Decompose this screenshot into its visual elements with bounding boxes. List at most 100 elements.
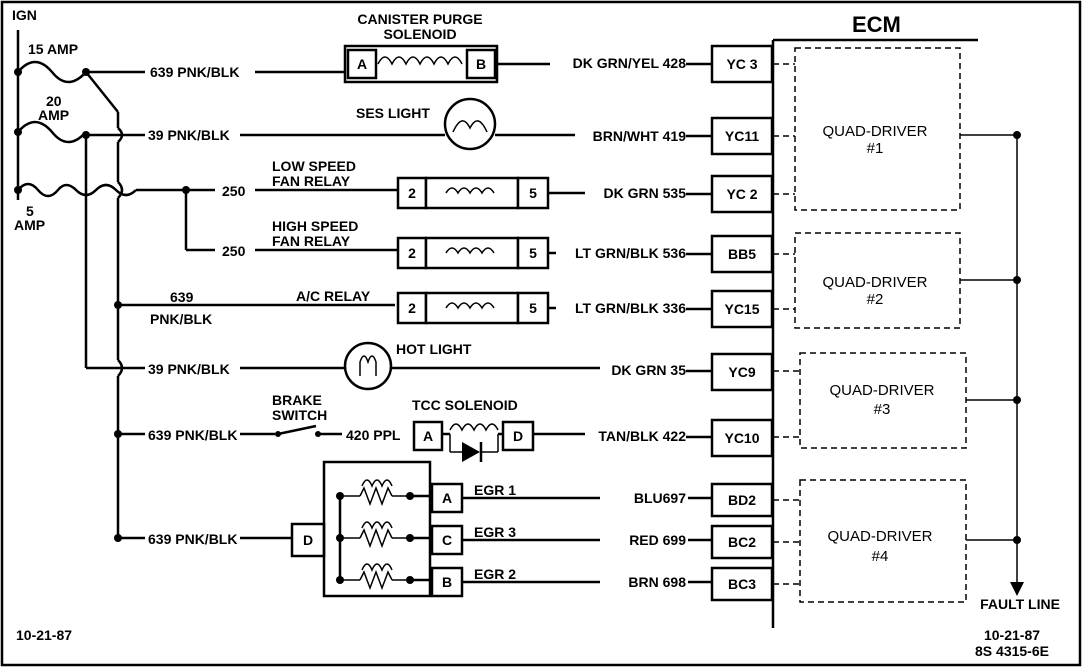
quad-driver-label: QUAD-DRIVER (822, 274, 927, 291)
ses-light-label: SES LIGHT (356, 105, 430, 121)
junction-dot (1013, 131, 1021, 139)
canister-label-1: CANISTER PURGE (357, 11, 482, 27)
pin-label: YC11 (725, 128, 759, 144)
wire-label: 639 PNK/BLK (148, 427, 237, 443)
coil-symbol (445, 187, 495, 195)
tcc-coil-symbol (449, 423, 499, 432)
connector-pin-a (346, 48, 378, 80)
pin-label: D (303, 532, 313, 548)
wire-label: RED 699 (629, 532, 686, 548)
low-speed-fan-relay (424, 176, 520, 210)
ecm-pin-yc2 (710, 174, 774, 214)
footer-date-left: 10-21-87 (16, 627, 72, 643)
label-backdrop (600, 488, 688, 506)
pin-label: BC3 (728, 576, 756, 592)
ecm-pin-bd2 (710, 482, 774, 518)
quad-driver-number: #2 (867, 291, 884, 308)
high-fan-label-2: FAN RELAY (272, 233, 351, 249)
wire-label: EGR 1 (474, 482, 516, 498)
pin-label: 2 (408, 185, 416, 201)
wire-label: 639 PNK/BLK (150, 64, 239, 80)
fault-line-label: FAULT LINE (980, 596, 1060, 612)
low-fan-label-1: LOW SPEED (272, 158, 356, 174)
label-backdrop (600, 530, 688, 548)
connector-pin-d (501, 420, 535, 452)
pin-label: A (423, 428, 433, 444)
pin-label: B (476, 56, 486, 72)
high-speed-fan-relay (424, 236, 520, 270)
wire-label: DK GRN 535 (604, 185, 687, 201)
high-fan-label-1: HIGH SPEED (272, 218, 358, 234)
coil-symbol (377, 56, 463, 66)
wire (85, 71, 119, 113)
ecm-pin-yc10 (710, 418, 774, 458)
quad-driver-number: #4 (872, 548, 889, 565)
wire-label: 250 (222, 183, 246, 199)
fuse-5-amp (17, 182, 59, 198)
bulb-filament (452, 120, 488, 133)
brake-switch-label-2: SWITCH (272, 407, 327, 423)
pin-label: YC10 (724, 430, 759, 446)
brake-switch (277, 424, 317, 436)
quad-driver-number: #1 (867, 140, 884, 157)
fuse-5-label-1: 5 (26, 203, 34, 219)
quad-driver-label: QUAD-DRIVER (827, 528, 932, 545)
egr2-resistor (359, 569, 393, 591)
pin-label: YC9 (728, 364, 755, 380)
quad-driver-label: QUAD-DRIVER (829, 382, 934, 399)
quad-driver-1 (794, 47, 961, 211)
connector-pin-b (465, 48, 497, 80)
junction-dot (1013, 396, 1021, 404)
pin-label: YC 2 (726, 186, 757, 202)
wire-crossover (117, 127, 124, 143)
fuse-20-label-2: AMP (38, 107, 69, 123)
ses-light-bulb (443, 97, 497, 151)
pin-label: BB5 (728, 246, 756, 262)
wire-label-2: PNK/BLK (150, 311, 212, 327)
low-fan-label-2: FAN RELAY (272, 173, 351, 189)
connector-pin-a (412, 420, 444, 452)
ecm-pin-bc3 (710, 566, 774, 602)
pin-label: YC15 (724, 301, 759, 317)
hot-light-bulb (343, 341, 393, 391)
footer-date-right: 10-21-87 (984, 627, 1040, 643)
wire-label: LT GRN/BLK 536 (575, 245, 686, 261)
wire-label: 639 PNK/BLK (148, 531, 237, 547)
wire-label: LT GRN/BLK 336 (575, 300, 686, 316)
bulb-filament (359, 355, 377, 376)
wire-label: DK GRN 35 (611, 362, 686, 378)
fuse-15-amp (17, 60, 87, 84)
pin-label: A (442, 490, 452, 506)
pin-label: BD2 (728, 492, 756, 508)
egr1-coil (361, 479, 393, 488)
egr-connector-pin-b (430, 566, 464, 598)
wire-label: 250 (222, 243, 246, 259)
wire-label: BRN 698 (628, 574, 686, 590)
fuse-20-amp (17, 120, 87, 144)
pin-label: C (442, 532, 452, 548)
pin-blocks: YC 3 YC11 YC 2 BB5 YC15 YC9 YC10 BD2 BC2… (710, 44, 774, 602)
fuse-5-label-2: AMP (14, 217, 45, 233)
ecm-pin-yc11 (710, 116, 774, 156)
pin-label: BC2 (728, 534, 756, 550)
wire-crossover (57, 183, 137, 197)
coil-symbol (445, 302, 495, 310)
wire-label: TAN/BLK 422 (598, 428, 686, 444)
wire-crossover (117, 359, 124, 377)
junction-dot (1013, 536, 1021, 544)
pin-label: 2 (408, 245, 416, 261)
quad-driver-4 (799, 479, 967, 603)
pin-label: D (513, 428, 523, 444)
brake-switch-label-1: BRAKE (272, 392, 322, 408)
wire-label: EGR 3 (474, 524, 516, 540)
egr-solenoid-block (322, 460, 432, 598)
wire-label: EGR 2 (474, 566, 516, 582)
pin-label: 5 (529, 185, 537, 201)
wire-label-1: 639 (170, 289, 194, 305)
fuse-15-label: 15 AMP (28, 41, 78, 57)
canister-label-2: SOLENOID (383, 26, 456, 42)
pin-label: B (442, 574, 452, 590)
arrow-down-icon (1010, 582, 1024, 596)
